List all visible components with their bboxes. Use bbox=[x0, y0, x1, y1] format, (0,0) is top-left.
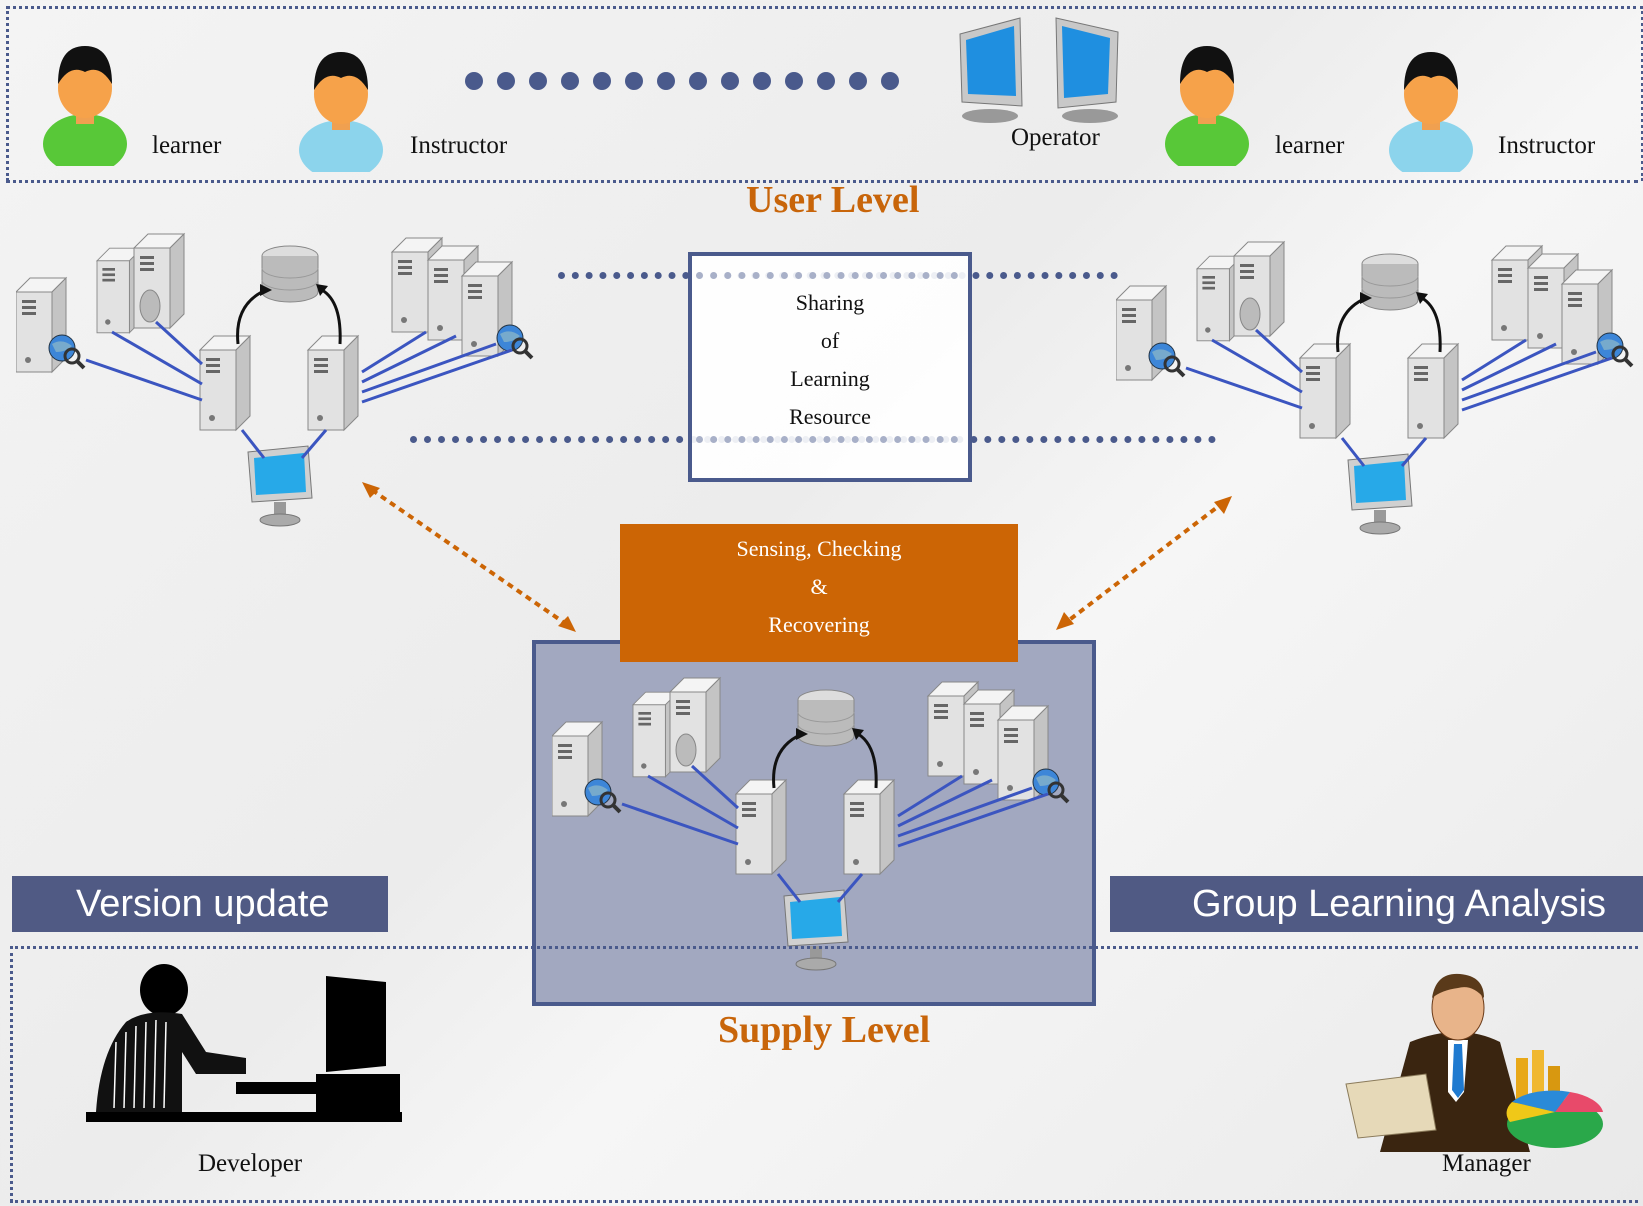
sharing-link-bottom-overlay bbox=[696, 436, 958, 443]
group-learning-banner: Group Learning Analysis bbox=[1110, 876, 1643, 932]
sharing-line: of bbox=[820, 328, 840, 353]
supply-level-left-border bbox=[10, 946, 13, 1202]
sensing-line: Recovering bbox=[768, 612, 870, 637]
manager-label: Manager bbox=[1442, 1150, 1531, 1177]
group-learning-label: Group Learning Analysis bbox=[1192, 883, 1607, 925]
supply-level-divider bbox=[10, 946, 1638, 949]
user-level-title: User Level bbox=[746, 179, 920, 221]
version-update-banner: Version update bbox=[12, 876, 388, 932]
sharing-line: Learning bbox=[790, 366, 870, 391]
sharing-resource-box: Sharing of Learning Resource bbox=[688, 252, 972, 482]
supply-level-title: Supply Level bbox=[718, 1009, 931, 1051]
user-level-divider bbox=[6, 180, 1638, 183]
user-label: learner bbox=[152, 132, 222, 159]
user-label: Operator bbox=[1011, 124, 1100, 151]
right-sync-arrow bbox=[1056, 496, 1232, 630]
developer-label: Developer bbox=[198, 1150, 303, 1177]
supply-level-bottom-border bbox=[10, 1200, 1638, 1203]
supply-network-cluster bbox=[552, 676, 1092, 986]
ellipsis-dots bbox=[465, 72, 899, 90]
user-label: Instructor bbox=[1498, 132, 1596, 159]
learner-icon bbox=[1165, 46, 1249, 166]
manager-icon bbox=[1345, 973, 1603, 1152]
user-level-region bbox=[6, 6, 1643, 181]
version-update-label: Version update bbox=[76, 883, 330, 925]
sharing-link-top-overlay bbox=[696, 272, 958, 279]
user-label: learner bbox=[1275, 132, 1345, 159]
sensing-line: & bbox=[810, 574, 828, 599]
sharing-line: Sharing bbox=[795, 290, 865, 315]
sharing-line: Resource bbox=[789, 404, 871, 429]
instructor-icon bbox=[1389, 52, 1473, 172]
operator-monitors-icon bbox=[959, 17, 1119, 123]
left-sync-arrow bbox=[362, 482, 576, 632]
developer-icon bbox=[86, 964, 402, 1122]
instructor-icon bbox=[299, 52, 383, 172]
sensing-line: Sensing, Checking bbox=[736, 536, 902, 561]
sensing-checking-box: Sensing, Checking & Recovering bbox=[620, 524, 1018, 662]
learner-icon bbox=[43, 46, 127, 166]
user-label: Instructor bbox=[410, 132, 508, 159]
